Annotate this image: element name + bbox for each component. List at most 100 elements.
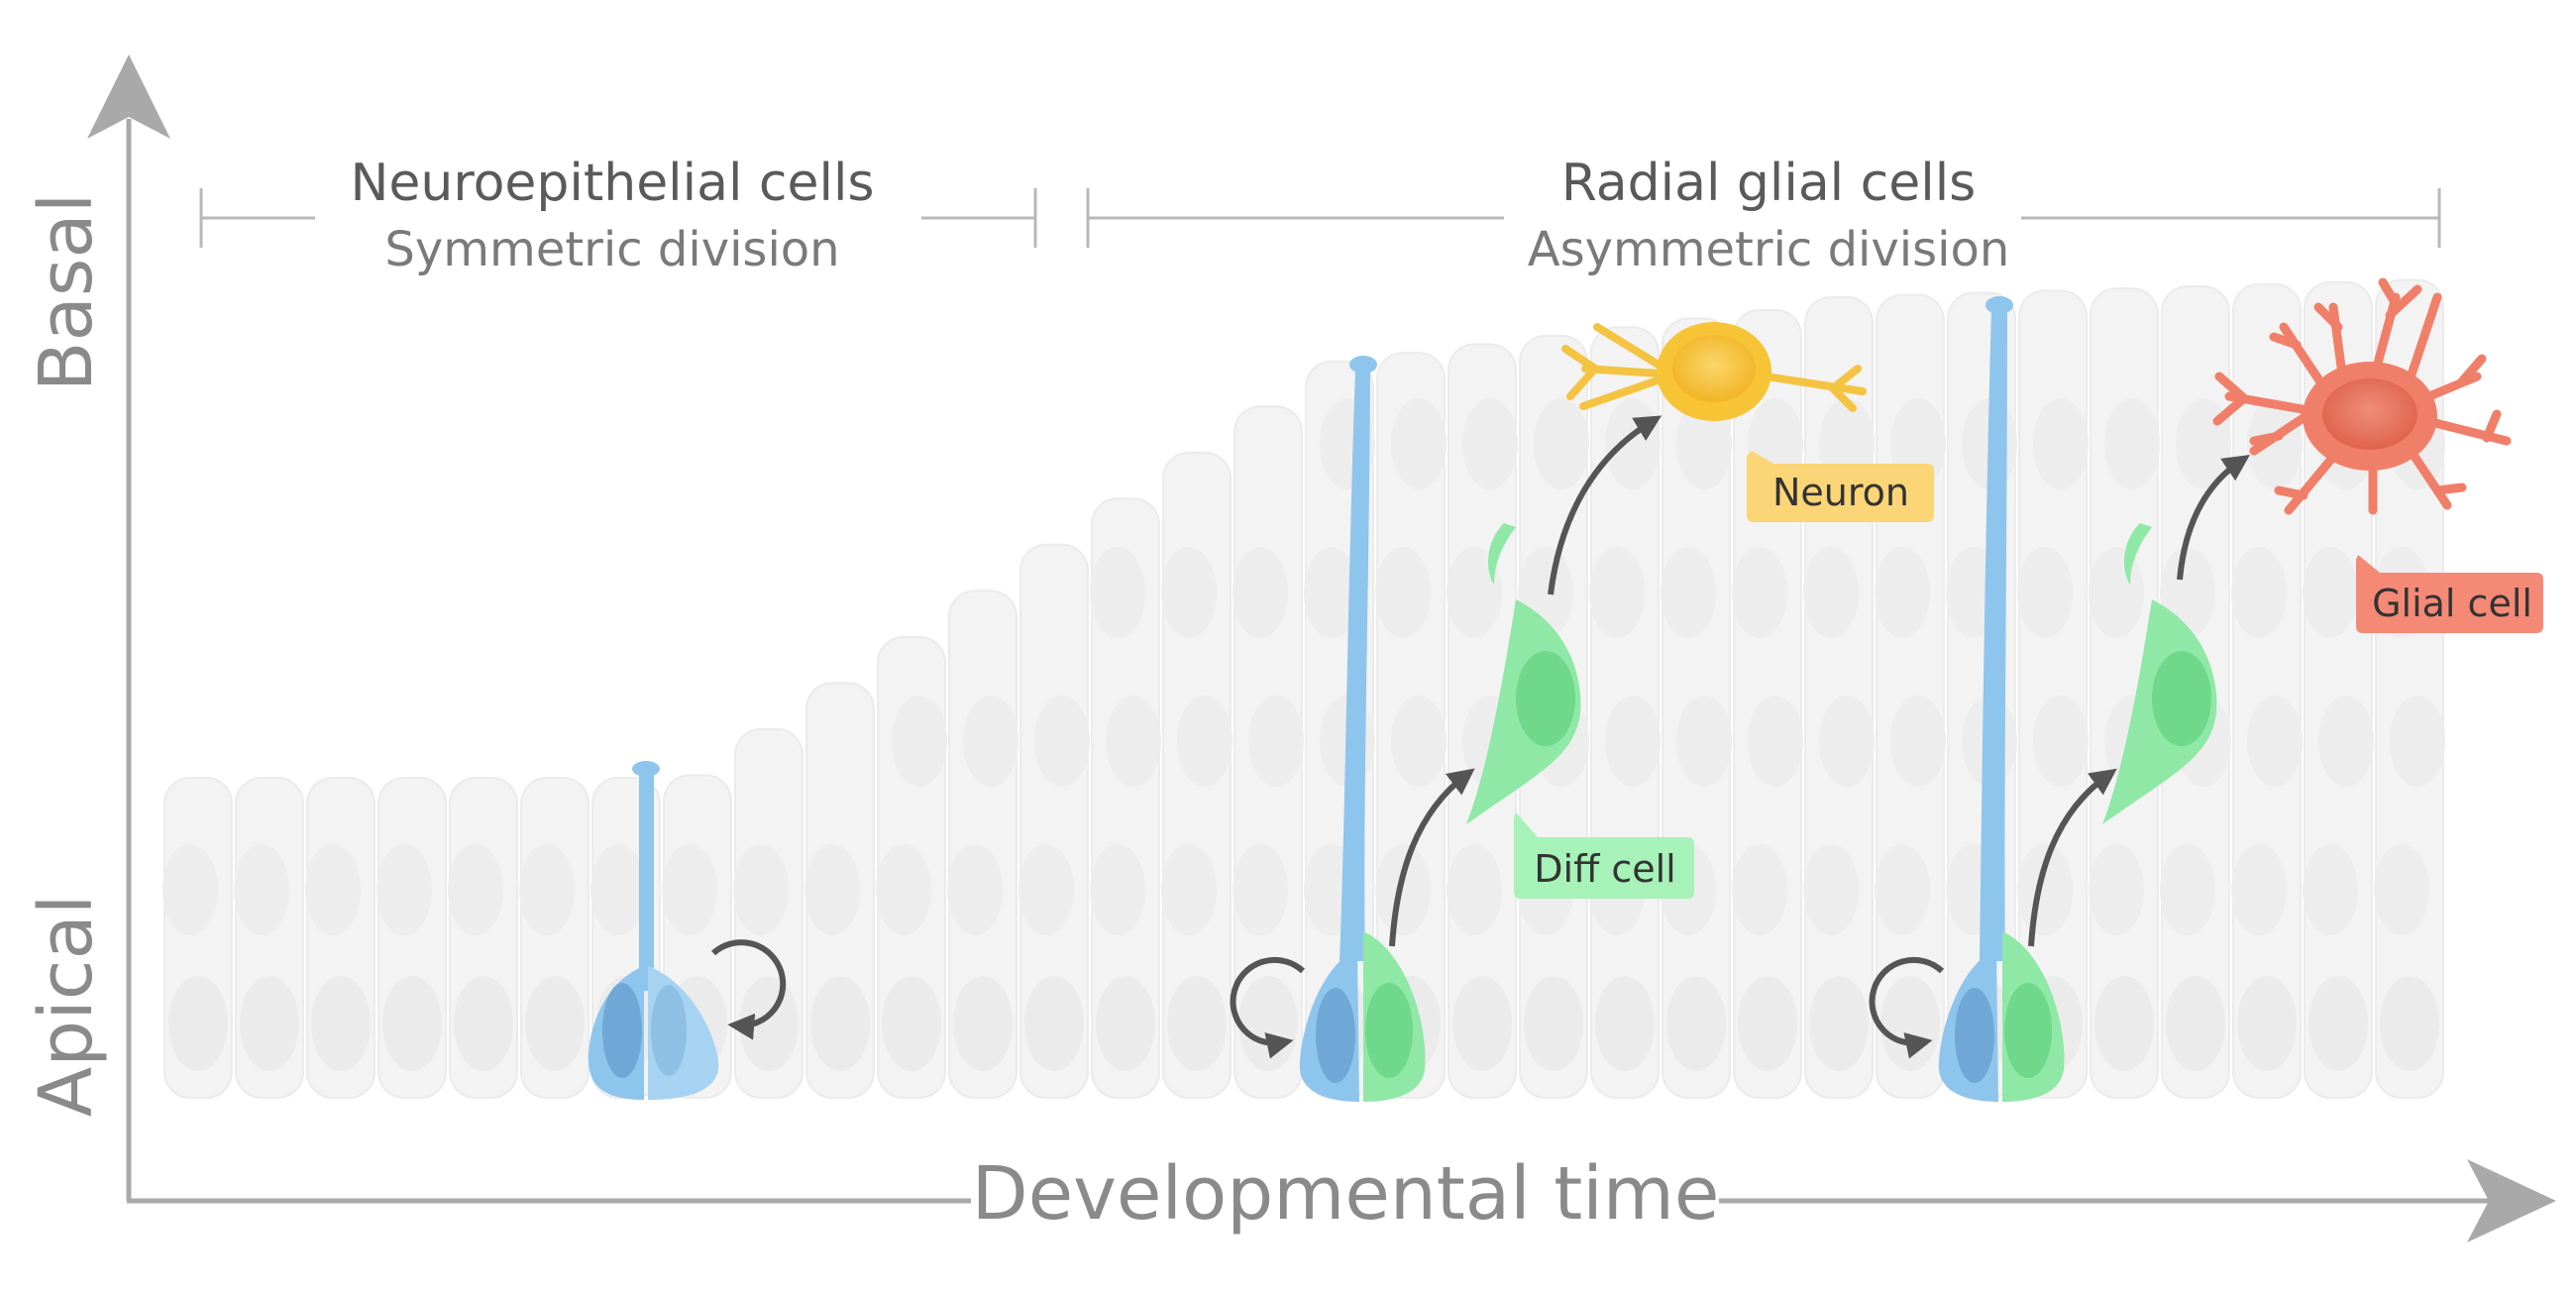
tissue-nucleus (1605, 398, 1661, 489)
radial-glia-1 (1299, 356, 1426, 1102)
tissue-nucleus (305, 844, 361, 935)
tissue-nucleus (1233, 547, 1288, 638)
radial-process (1340, 369, 1370, 961)
tissue-nucleus (311, 976, 371, 1071)
tissue-nucleus (1595, 976, 1655, 1071)
tissue-nucleus (1890, 696, 1946, 787)
tissue-nucleus (1534, 398, 1589, 489)
apical-process (639, 771, 654, 991)
axes: Developmental time Basal Apical (24, 54, 2556, 1242)
neuron-label: Neuron (1772, 471, 1909, 514)
x-axis-label: Developmental time (972, 1151, 1720, 1237)
tissue-nucleus (953, 976, 1013, 1071)
y-axis-label-basal: Basal (24, 193, 109, 392)
tissue-nucleus (1676, 398, 1732, 489)
tissue-nucleus (2390, 696, 2445, 787)
tissue-nucleus (805, 844, 860, 935)
glial-cell-label: Glial cell (2372, 582, 2532, 625)
neuron-dendrites (1561, 323, 1867, 412)
tissue-nucleus (1019, 844, 1074, 935)
tissue-nucleus (1090, 547, 1145, 638)
radial-process (1980, 307, 2007, 961)
migration-arrow-icon (1548, 415, 1663, 595)
progenitor-symmetric (588, 761, 719, 1100)
tissue-nucleus (2318, 696, 2374, 787)
tissue-nucleus (1666, 976, 1726, 1071)
tissue-nucleus (234, 844, 289, 935)
section-title: Radial glial cells (1561, 154, 1976, 213)
nucleus (1365, 983, 1413, 1078)
tissue-nucleus (1161, 547, 1217, 638)
tissue-nucleus (2380, 976, 2439, 1071)
migration-arrow-icon (1389, 768, 1475, 947)
tissue-nucleus (1447, 547, 1502, 638)
nucleus (2152, 651, 2211, 746)
process-tip (1349, 356, 1377, 374)
tissue-nucleus (2231, 547, 2287, 638)
nucleus (1955, 988, 1994, 1083)
tag-box (1747, 451, 1934, 522)
tissue-nucleus (240, 976, 299, 1071)
tissue-nucleus (1238, 976, 1298, 1071)
x-axis-arrow-icon (2467, 1159, 2556, 1242)
tissue-nucleus (1161, 844, 1217, 935)
tissue-nucleus (1676, 696, 1732, 787)
tissue-nucleus (1738, 976, 1797, 1071)
tissue-nucleus (1375, 844, 1431, 935)
neuron-tag: Neuron (1747, 451, 1934, 522)
tissue-nucleus (2247, 696, 2303, 787)
tissue-nucleus (1875, 547, 1930, 638)
tissue-nucleus (963, 696, 1019, 787)
nucleus (1316, 988, 1355, 1083)
section-neuroepithelial: Neuroepithelial cells Symmetric division (199, 154, 1037, 277)
neuron (1561, 322, 1867, 421)
tissue-nucleus (1096, 976, 1155, 1071)
migration-arrow-icon (2028, 768, 2117, 947)
tissue-nucleus (1167, 976, 1227, 1071)
tag-box (1514, 812, 1694, 899)
nucleus (602, 983, 642, 1078)
bracket-right (1086, 188, 2441, 248)
tissue-nucleus (2017, 547, 2073, 638)
tissue-nucleus (1605, 696, 1661, 787)
glial-cell (2212, 277, 2512, 515)
tissue-nucleus (1732, 547, 1787, 638)
tissue-nucleus (1447, 844, 1502, 935)
tissue-nucleus (2033, 696, 2089, 787)
tissue-nucleus (2033, 398, 2089, 489)
tissue-nucleus (382, 976, 442, 1071)
tissue-nucleus (2104, 398, 2160, 489)
tissue-nucleus (1524, 976, 1583, 1071)
tissue-nucleus (2089, 547, 2144, 638)
tissue-nucleus (1661, 547, 1716, 638)
tissue-nucleus (1090, 844, 1145, 935)
nucleus (1672, 335, 1756, 402)
tissue-nucleus (2303, 844, 2358, 935)
tag-box (2356, 555, 2543, 633)
tissue-nucleus (1452, 976, 1512, 1071)
tissue-nucleus (162, 844, 218, 935)
tissue-cell (1091, 497, 1160, 1099)
tissue-nucleus (168, 976, 228, 1071)
section-subtitle: Asymmetric division (1528, 222, 2010, 277)
tissue-nucleus (1880, 976, 1940, 1071)
process-tip (1986, 296, 2013, 314)
y-axis-label-apical: Apical (24, 895, 109, 1118)
tissue-nucleus (1819, 696, 1875, 787)
tissue-nucleus (810, 976, 870, 1071)
cell-fragment (1488, 523, 1516, 585)
tissue-nucleus (1589, 547, 1645, 638)
tissue-nucleus (1462, 398, 1518, 489)
tissue-nucleus (525, 976, 585, 1071)
tissue-nucleus (1024, 976, 1084, 1071)
glia-processes (2212, 277, 2512, 515)
section-subtitle: Symmetric division (384, 222, 839, 277)
radial-glia-2 (1938, 296, 2065, 1102)
tissue-nucleus (2374, 844, 2429, 935)
tissue-nucleus (1875, 844, 1930, 935)
tissue-nucleus (454, 976, 513, 1071)
tissue-cell (1020, 543, 1089, 1099)
tissue-nucleus (448, 844, 503, 935)
